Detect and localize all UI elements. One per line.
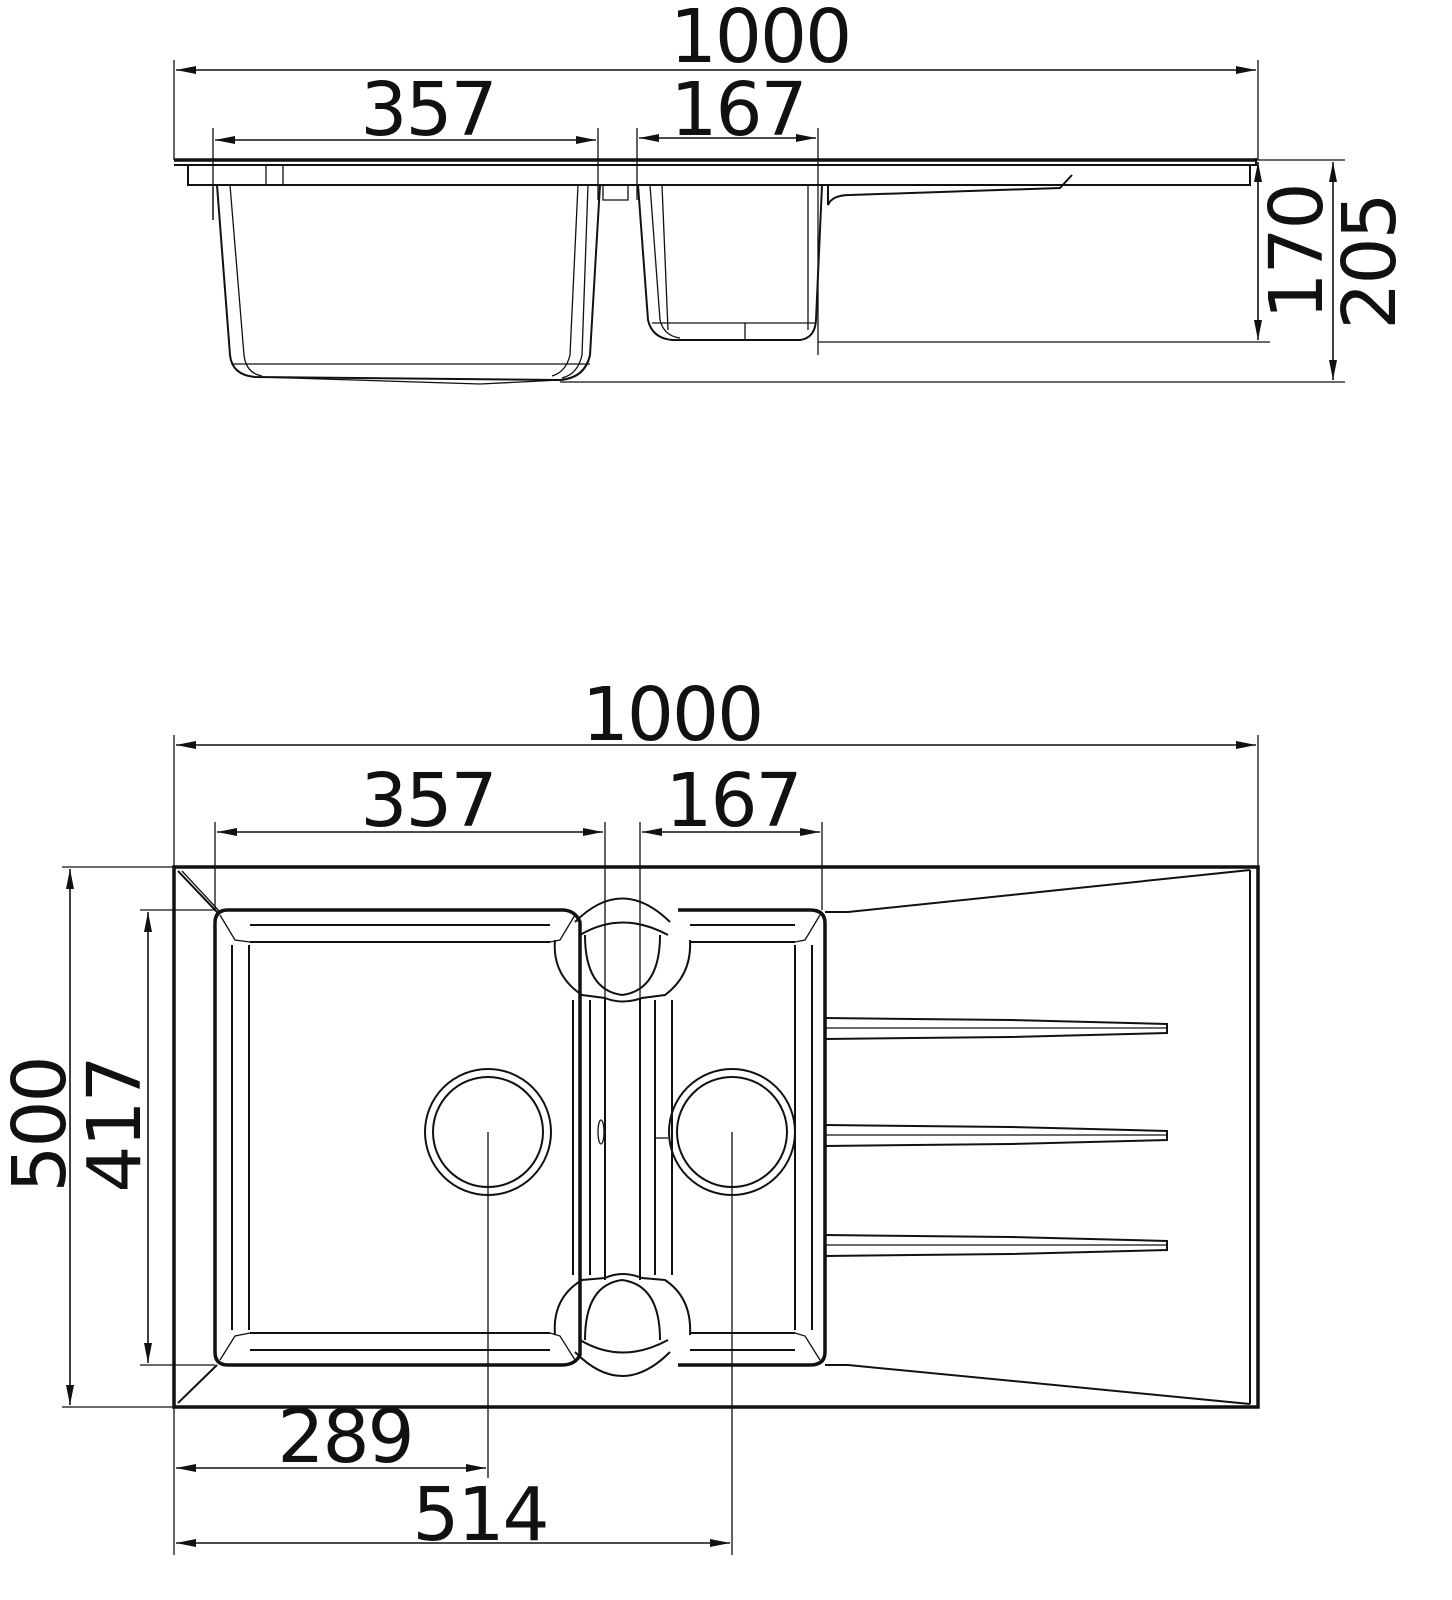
drain-large	[424, 1068, 552, 1196]
small-bowl	[678, 908, 827, 1367]
dim-side-depths: 170 205	[560, 159, 1413, 383]
side-view: 1000 357 167 170 205	[173, 0, 1413, 385]
dim-plan-large-bowl: 357	[214, 758, 606, 1000]
dim-label: 357	[360, 67, 495, 153]
center-bridge	[553, 897, 692, 1377]
dim-side-large-bowl: 357	[212, 67, 599, 220]
dim-label: 167	[665, 758, 800, 844]
dim-plan-overall-width: 1000	[173, 672, 1259, 867]
dim-plan-small-bowl: 167	[639, 758, 823, 1000]
sink-plan-outline	[172, 865, 1260, 1409]
dim-label: 167	[670, 67, 805, 153]
dim-label: 500	[0, 1057, 83, 1192]
dim-side-small-bowl: 167	[636, 67, 819, 355]
large-bowl	[213, 908, 582, 1367]
dim-label: 170	[1254, 184, 1340, 319]
dim-plan-depths: 500 417	[0, 866, 215, 1408]
dim-label: 357	[360, 758, 495, 844]
drain-small	[668, 1068, 796, 1196]
dim-label: 514	[412, 1472, 547, 1558]
drainboard-ribs	[824, 1017, 1168, 1257]
dim-label: 1000	[582, 672, 762, 758]
dim-label: 205	[1327, 194, 1413, 329]
sink-side-profile	[174, 158, 1257, 385]
dim-plan-drain-offsets: 289 514	[173, 1132, 733, 1558]
dim-side-overall-width: 1000	[173, 0, 1259, 160]
plan-view: 1000 357 167 500 417	[0, 672, 1260, 1558]
dim-label: 417	[72, 1057, 158, 1192]
dim-label: 1000	[670, 0, 850, 80]
